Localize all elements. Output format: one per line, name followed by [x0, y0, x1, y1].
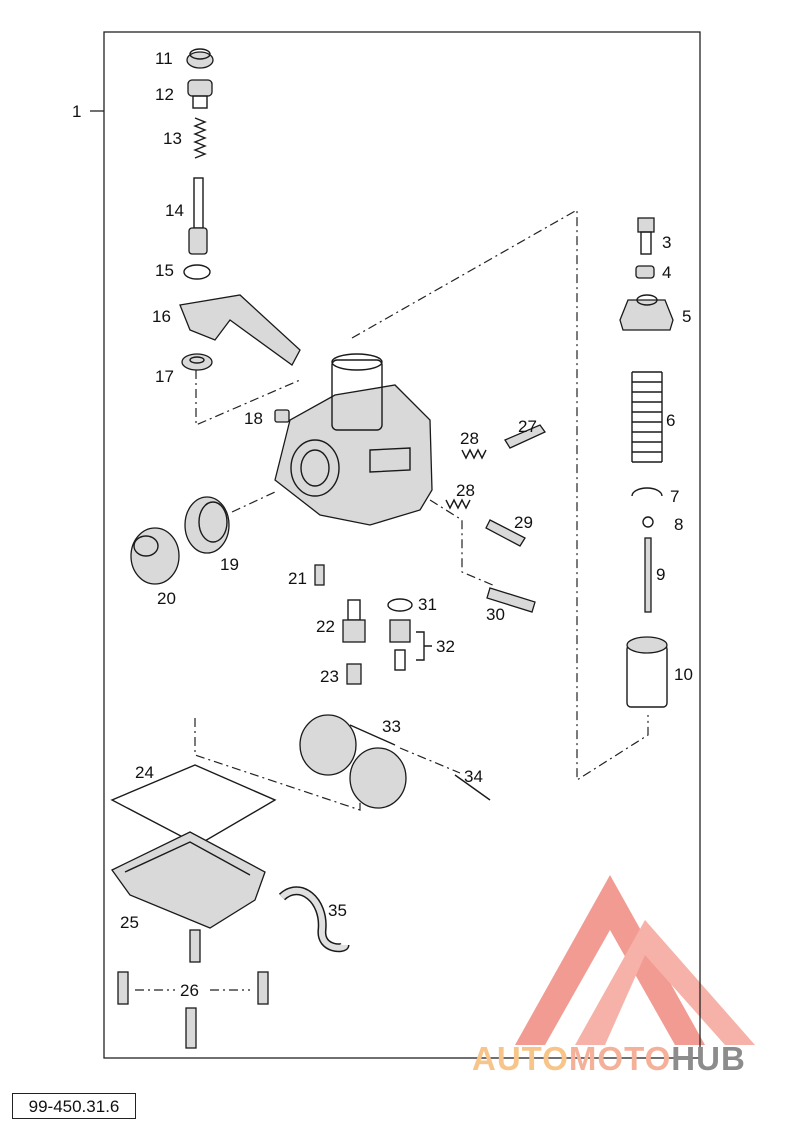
assembly-frame	[103, 31, 701, 1059]
part-float-valve	[389, 619, 411, 671]
part-top-bolt	[637, 217, 655, 255]
label-15: 15	[155, 261, 174, 280]
part-adjuster-nut	[187, 79, 213, 109]
label-22: 22	[316, 617, 335, 636]
watermark-part-moto: MOTO	[568, 1040, 672, 1077]
part-long-screw	[486, 587, 536, 613]
part-bowl-screw-bottom	[185, 1007, 197, 1049]
label-16: 16	[152, 307, 171, 326]
part-main-spring	[631, 371, 663, 463]
part-carburettor-body	[274, 353, 433, 526]
label-11: 11	[155, 49, 173, 68]
watermark-part-auto: AUTO	[472, 1040, 569, 1077]
label-8: 8	[674, 515, 683, 534]
part-needle-washer	[642, 516, 654, 528]
label-24: 24	[135, 763, 154, 782]
part-spring-lower	[445, 498, 471, 510]
part-float-washer	[387, 598, 413, 612]
bracket-32	[416, 631, 432, 661]
part-needle-jet	[342, 599, 366, 643]
label-7: 7	[670, 487, 679, 506]
label-3: 3	[662, 233, 671, 252]
frame-label: 1	[72, 102, 81, 121]
part-small-screw	[274, 409, 290, 423]
label-26: 26	[180, 981, 199, 1000]
label-13: 13	[163, 129, 182, 148]
label-23: 23	[320, 667, 339, 686]
label-6: 6	[666, 411, 675, 430]
part-lock-washer	[183, 264, 211, 280]
label-33: 33	[382, 717, 401, 736]
label-32: 32	[436, 637, 455, 656]
part-bowl-screw-left	[117, 971, 129, 1005]
part-overflow-hose-inner	[279, 887, 348, 951]
label-4: 4	[662, 263, 671, 282]
label-27: 27	[518, 417, 537, 436]
part-small-spring	[193, 117, 207, 159]
label-19: 19	[220, 555, 239, 574]
part-intake-cap	[130, 527, 180, 585]
part-choke-lever	[179, 294, 301, 366]
label-34: 34	[464, 767, 483, 786]
part-spring-upper	[461, 448, 487, 460]
reference-code: 99-450.31.6	[12, 1093, 136, 1119]
part-seal-ring	[181, 353, 213, 371]
part-bowl-screw-top	[189, 929, 201, 963]
label-28a: 28	[460, 429, 479, 448]
part-throttle-slide	[626, 636, 668, 708]
label-28b: 28	[456, 481, 475, 500]
label-12: 12	[155, 85, 174, 104]
label-9: 9	[656, 565, 665, 584]
assembly-guide-lines	[135, 208, 649, 991]
part-float	[299, 714, 407, 809]
label-14: 14	[165, 201, 184, 220]
part-jet-needle	[644, 537, 652, 613]
label-17: 17	[155, 367, 174, 386]
part-main-jet	[346, 663, 362, 685]
part-float-pin	[454, 774, 491, 801]
part-pilot-jet	[314, 564, 325, 586]
part-bowl-screw-right	[257, 971, 269, 1005]
part-choke-plunger	[188, 177, 208, 255]
label-31: 31	[418, 595, 437, 614]
part-float-bowl	[111, 831, 266, 929]
label-10: 10	[674, 665, 693, 684]
part-bowl-gasket	[110, 764, 277, 846]
part-labels: 11 12 13 14 15 16 17 18 19 20 21 22 23 2…	[120, 49, 693, 1000]
label-25: 25	[120, 913, 139, 932]
label-18: 18	[244, 409, 263, 428]
label-30: 30	[486, 605, 505, 624]
part-clamp-ring	[184, 496, 230, 554]
part-cap	[186, 48, 214, 69]
part-needle-clip	[631, 487, 663, 497]
label-29: 29	[514, 513, 533, 532]
part-top-nut	[635, 265, 655, 279]
watermark-logo	[515, 875, 755, 1045]
label-20: 20	[157, 589, 176, 608]
label-35: 35	[328, 901, 347, 920]
part-idle-screw	[485, 519, 526, 547]
label-5: 5	[682, 307, 691, 326]
watermark-part-hub: HUB	[671, 1040, 746, 1077]
part-top-cap	[619, 294, 674, 331]
watermark-text: AUTOMOTOHUB	[472, 1040, 746, 1078]
part-air-screw	[504, 424, 546, 449]
label-21: 21	[288, 569, 307, 588]
